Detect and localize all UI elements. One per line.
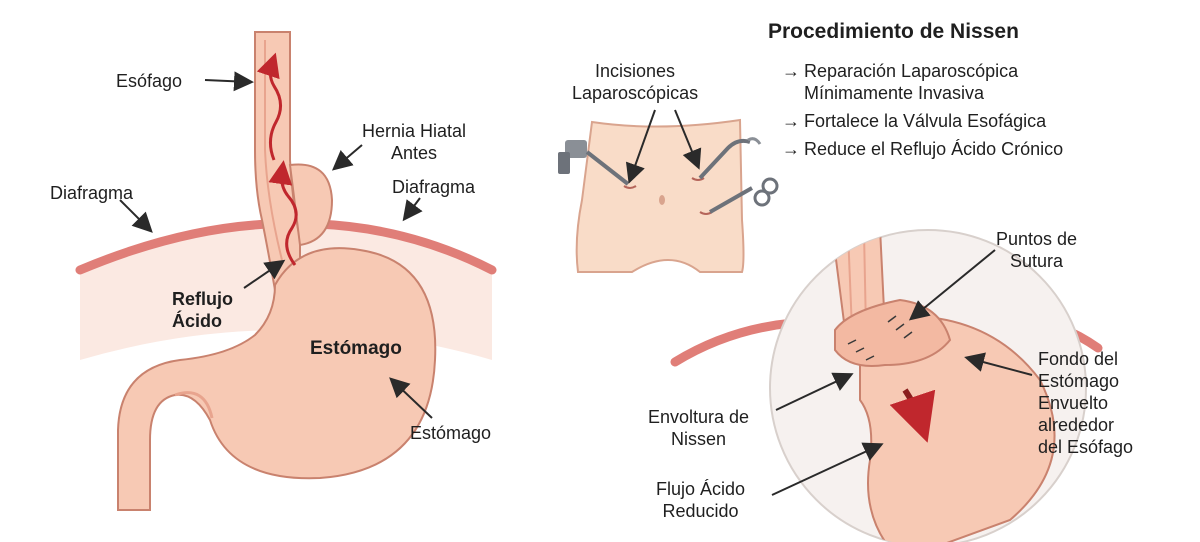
incision-pointer-1 bbox=[625, 109, 656, 184]
label-envoltura-line2: Nissen bbox=[671, 429, 727, 449]
label-fondo-line: alrededor bbox=[1038, 415, 1115, 435]
torso bbox=[575, 118, 745, 273]
label-fondo-line: del Esófago bbox=[1038, 437, 1134, 457]
acid-arrow-lower bbox=[268, 160, 298, 266]
left-anatomy bbox=[75, 31, 497, 511]
label-puntos-line1: Puntos de bbox=[996, 229, 1078, 249]
label-diafragma-left: Diafragma bbox=[50, 183, 134, 203]
fondo-pointer bbox=[964, 352, 1033, 376]
acid-arrow-upper bbox=[256, 52, 282, 161]
hiatal-hernia bbox=[288, 163, 334, 247]
label-estomago-inner: Estómago bbox=[310, 338, 402, 359]
benefit-list: →Reparación Laparoscópica Mínimamente In… bbox=[782, 60, 1063, 166]
envoltura-pointer bbox=[775, 372, 854, 411]
trocar-icon bbox=[558, 140, 630, 186]
hernia-pointer bbox=[331, 144, 363, 171]
stomach bbox=[117, 247, 437, 511]
incision-1 bbox=[623, 185, 637, 189]
label-flujo-line2: Reducido bbox=[662, 501, 739, 521]
label-puntos-sutura: Puntos de Sutura bbox=[996, 228, 1077, 272]
benefit-item: →Reparación Laparoscópica Mínimamente In… bbox=[782, 60, 1063, 104]
benefit-item: →Reduce el Reflujo Ácido Crónico bbox=[782, 138, 1063, 160]
label-hernia-hiatal: Hernia Hiatal Antes bbox=[362, 120, 466, 164]
arrow-right-icon: → bbox=[782, 61, 800, 81]
label-envoltura-nissen: Envoltura de Nissen bbox=[648, 406, 749, 450]
nissen-closeup bbox=[670, 229, 1103, 542]
label-fondo-estomago: Fondo del Estómago Envuelto alrededor de… bbox=[1038, 348, 1133, 458]
diaphragm-right-band bbox=[313, 219, 497, 275]
puntos-pointer bbox=[908, 249, 996, 321]
esofago-pointer bbox=[204, 71, 254, 92]
label-reflujo-line2: Ácido bbox=[172, 311, 223, 331]
pylorus bbox=[174, 391, 214, 419]
label-reflujo-acido: Reflujo Ácido bbox=[172, 288, 233, 332]
flujo-pointer bbox=[771, 442, 884, 496]
label-fondo-line: Fondo del bbox=[1038, 349, 1119, 369]
label-incisiones: Incisiones Laparoscópicas bbox=[572, 60, 698, 104]
incision-pointer-2 bbox=[674, 109, 702, 170]
label-flujo-line1: Flujo Ácido bbox=[656, 479, 746, 499]
label-estomago-outer: Estómago bbox=[410, 423, 492, 443]
benefit-text: Reparación Laparoscópica bbox=[804, 61, 1019, 81]
scissors-icon bbox=[709, 177, 779, 214]
torso-illustration bbox=[558, 109, 779, 273]
label-flujo-reducido: Flujo Ácido Reducido bbox=[656, 478, 745, 522]
label-fondo-line: Estómago bbox=[1038, 371, 1120, 391]
label-puntos-line2: Sutura bbox=[1010, 251, 1064, 271]
diafragma-left-pointer bbox=[119, 199, 153, 233]
label-fondo-line: Envuelto bbox=[1038, 393, 1109, 413]
arrow-right-icon: → bbox=[782, 111, 800, 131]
label-hernia-line1: Hernia Hiatal bbox=[362, 121, 467, 141]
incision-2 bbox=[691, 177, 705, 181]
esophagus-fold bbox=[264, 40, 283, 261]
label-diafragma-right: Diafragma bbox=[392, 177, 476, 197]
label-envoltura-line1: Envoltura de bbox=[648, 407, 750, 427]
page-title: Procedimiento de Nissen bbox=[768, 20, 1019, 43]
navel bbox=[659, 195, 665, 205]
diafragma-right-pointer bbox=[402, 197, 423, 222]
benefit-text-cont: Mínimamente Invasiva bbox=[804, 83, 985, 103]
label-incisiones-line2: Laparoscópicas bbox=[572, 83, 699, 103]
estomago-pointer bbox=[389, 377, 433, 419]
benefit-text: Fortalece la Válvula Esofágica bbox=[804, 111, 1047, 131]
reduced-acid-arrow bbox=[889, 388, 936, 443]
grasper-icon bbox=[698, 137, 762, 180]
reflujo-pointer bbox=[243, 259, 286, 289]
label-hernia-line2: Antes bbox=[391, 143, 438, 163]
suture-marks bbox=[847, 315, 913, 361]
label-reflujo-line1: Reflujo bbox=[172, 289, 233, 309]
label-esofago: Esófago bbox=[116, 71, 183, 91]
benefit-text: Reduce el Reflujo Ácido Crónico bbox=[804, 139, 1064, 159]
benefit-item: →Fortalece la Válvula Esofágica bbox=[782, 110, 1063, 132]
diaphragm-left-band bbox=[75, 219, 275, 275]
label-incisiones-line1: Incisiones bbox=[595, 61, 676, 81]
arrow-right-icon: → bbox=[782, 139, 800, 159]
